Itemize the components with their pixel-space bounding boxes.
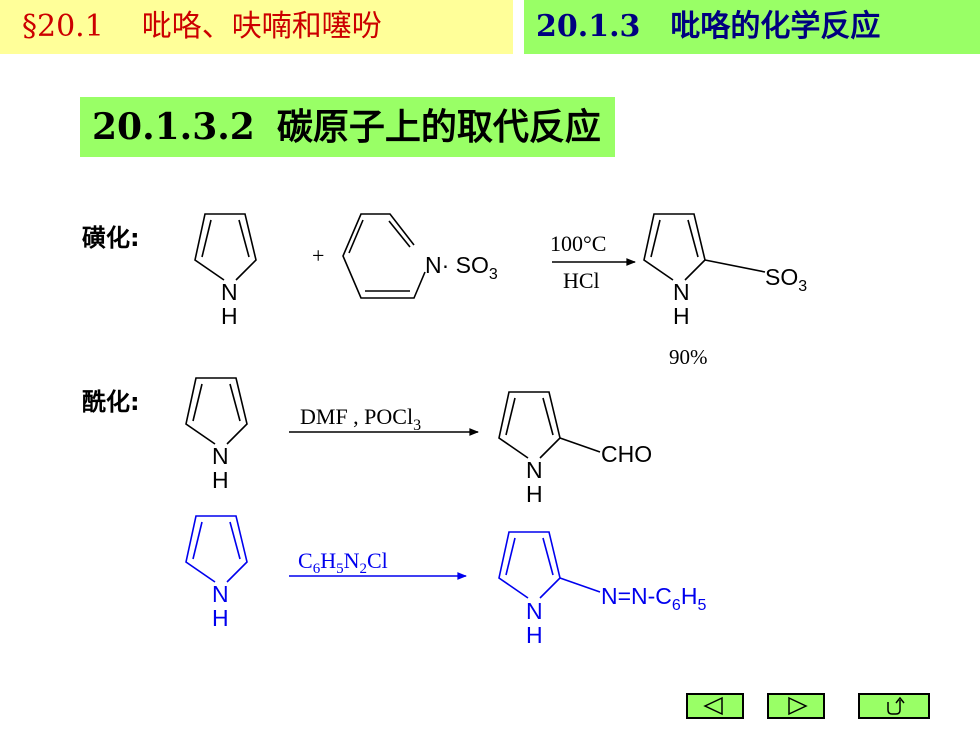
chapter-title: 吡咯、呋喃和噻吩 [141, 9, 382, 44]
pyridine-so3-group: N· SO3 [425, 252, 498, 283]
pyrrole-n-2: N [212, 443, 229, 469]
subtitle: 20.1.3.2 碳原子上的取代反应 [80, 97, 615, 157]
sulfonation-label: 磺化: [82, 224, 140, 252]
acylation-label: 酰化: [82, 388, 140, 416]
pyrrole-sulfonic-acid-structure [643, 213, 766, 281]
pyrrole-aldehyde-structure [498, 391, 601, 459]
azo-product-n: N [526, 598, 543, 624]
azo-product-h: H [526, 622, 543, 648]
section-number: §20.1 [22, 9, 104, 44]
plus-sign: + [312, 243, 324, 268]
pyrrole-n-3: N [212, 581, 229, 607]
pyrrole-h-2: H [212, 467, 229, 493]
return-icon [887, 696, 905, 715]
azo-group: N=N-C6H5 [601, 583, 706, 614]
condition-temperature: 100°C [550, 231, 606, 256]
azo-pyrrole-structure [498, 531, 601, 599]
diazo-reagent: C6H5N2Cl [298, 548, 388, 577]
pyridine-structure [342, 213, 426, 299]
aldehyde-product-n: N [526, 457, 543, 483]
next-icon [788, 696, 808, 716]
product-n: N [673, 279, 690, 305]
aldehyde-product-h: H [526, 481, 543, 507]
acylation-reagent: DMF , POCl3 [300, 404, 421, 434]
product-h: H [673, 303, 690, 329]
pyrrole-structure-diazo [185, 515, 248, 583]
pyrrole-h: H [221, 303, 238, 329]
pyrrole-h-3: H [212, 605, 229, 631]
pyrrole-structure-acylation [185, 377, 248, 445]
yield-label: 90% [669, 345, 708, 369]
topic-number: 20.1.3 [536, 9, 641, 44]
subtitle-title: 碳原子上的取代反应 [276, 106, 601, 148]
return-button[interactable] [858, 693, 930, 719]
previous-icon [703, 696, 723, 716]
cho-group: CHO [601, 441, 652, 467]
header-topic: 20.1.3 吡咯的化学反应 [524, 0, 980, 54]
so3-group: SO3 [765, 264, 807, 295]
subtitle-number: 20.1.3.2 [92, 106, 255, 148]
header-chapter: §20.1 吡咯、呋喃和噻吩 [0, 0, 513, 54]
pyrrole-n: N [221, 279, 238, 305]
pyrrole-structure [194, 213, 257, 281]
previous-button[interactable] [686, 693, 744, 719]
topic-title: 吡咯的化学反应 [670, 9, 881, 44]
next-button[interactable] [767, 693, 825, 719]
condition-acid: HCl [563, 268, 600, 293]
